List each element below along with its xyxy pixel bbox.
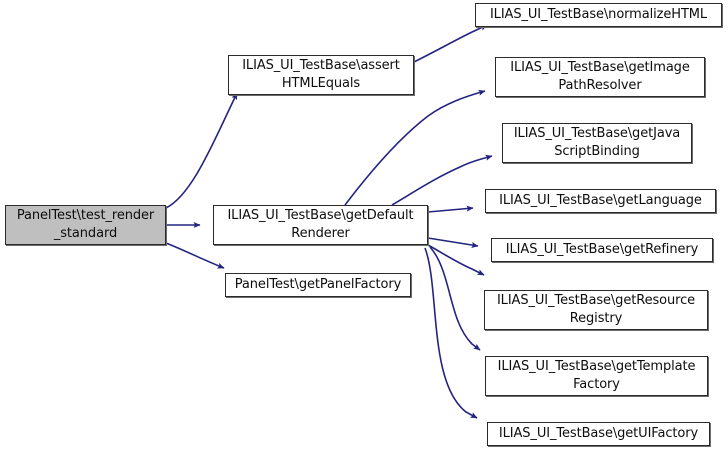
edge-root-to-getPanelFactory xyxy=(165,242,225,269)
graph-node-label: ILIAS_UI_TestBase\getUIFactory xyxy=(498,426,699,441)
graph-node-assertHTMLEquals[interactable]: ILIAS_UI_TestBase\assert HTMLEquals xyxy=(228,55,414,95)
graph-node-label: PanelTest\test_render _standard xyxy=(16,208,155,241)
edge-getDefaultRenderer-to-getTemplateFactory xyxy=(429,246,481,351)
edge-getDefaultRenderer-to-getImagePathResolver xyxy=(344,89,486,206)
graph-node-label: ILIAS_UI_TestBase\normalizeHTML xyxy=(489,7,708,22)
graph-node-label: ILIAS_UI_TestBase\getRefinery xyxy=(505,242,699,257)
graph-node-normalizeHTML[interactable]: ILIAS_UI_TestBase\normalizeHTML xyxy=(475,3,722,27)
graph-node-label: ILIAS_UI_TestBase\getLanguage xyxy=(499,193,702,208)
edge-assertHTMLEquals-to-normalizeHTML xyxy=(413,24,488,63)
edge-getDefaultRenderer-to-getResourceRegistry xyxy=(427,244,485,276)
graph-node-label: ILIAS_UI_TestBase\getJava ScriptBinding xyxy=(513,126,681,159)
graph-node-getDefaultRenderer[interactable]: ILIAS_UI_TestBase\getDefault Renderer xyxy=(213,205,428,245)
graph-node-label: ILIAS_UI_TestBase\getResource Registry xyxy=(496,293,696,326)
graph-node-root[interactable]: PanelTest\test_render _standard xyxy=(5,205,166,245)
graph-node-getResourceRegistry[interactable]: ILIAS_UI_TestBase\getResource Registry xyxy=(484,290,708,330)
graph-node-getPanelFactory[interactable]: PanelTest\getPanelFactory xyxy=(225,273,411,297)
graph-node-getImagePathResolver[interactable]: ILIAS_UI_TestBase\getImage PathResolver xyxy=(495,57,705,97)
graph-node-label: ILIAS_UI_TestBase\getTemplate Factory xyxy=(497,359,696,392)
edge-getDefaultRenderer-to-getJavaScriptBinding xyxy=(391,154,493,206)
graph-node-getTemplateFactory[interactable]: ILIAS_UI_TestBase\getTemplate Factory xyxy=(485,356,708,396)
graph-node-label: ILIAS_UI_TestBase\getImage PathResolver xyxy=(510,60,690,93)
graph-node-label: ILIAS_UI_TestBase\getDefault Renderer xyxy=(227,208,414,241)
edge-root-to-assertHTMLEquals xyxy=(165,92,238,209)
graph-node-getLanguage[interactable]: ILIAS_UI_TestBase\getLanguage xyxy=(485,189,716,213)
graph-node-label: PanelTest\getPanelFactory xyxy=(234,277,402,292)
graph-node-getRefinery[interactable]: ILIAS_UI_TestBase\getRefinery xyxy=(491,238,713,262)
graph-node-getUIFactory[interactable]: ILIAS_UI_TestBase\getUIFactory xyxy=(487,422,710,446)
edge-getDefaultRenderer-to-getUIFactory xyxy=(424,247,478,419)
graph-node-getJavaScriptBinding[interactable]: ILIAS_UI_TestBase\getJava ScriptBinding xyxy=(502,123,692,163)
graph-node-label: ILIAS_UI_TestBase\assert HTMLEquals xyxy=(242,58,400,91)
edge-getDefaultRenderer-to-getLanguage xyxy=(427,205,474,213)
edge-getDefaultRenderer-to-getRefinery xyxy=(427,237,479,248)
